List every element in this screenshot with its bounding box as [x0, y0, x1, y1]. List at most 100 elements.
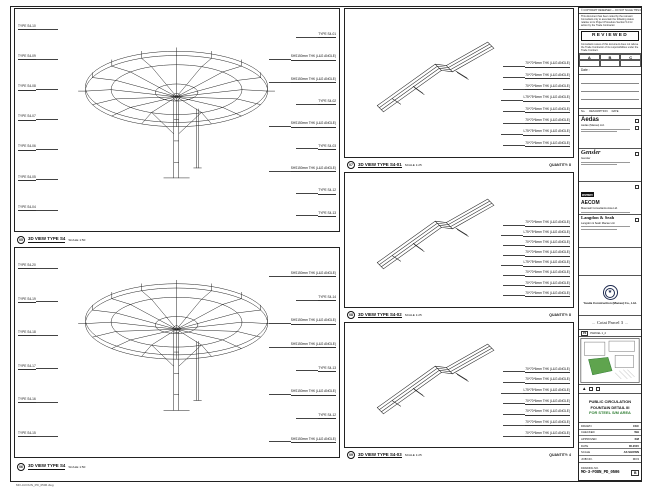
credit-value: WH [634, 430, 639, 435]
callout-label: TYPE S4-20 [18, 263, 58, 270]
view-title: 3D VIEW TYPE S4 [28, 463, 66, 470]
credit-row: CHECKED WH [579, 430, 641, 437]
credit-row: APPROVED KM [579, 436, 641, 443]
callout-label: L75*75*6mm THK (L&G ANGLE) [501, 260, 570, 267]
drawing-no-value: MO-3-FOUN_PD_0506 [581, 471, 620, 475]
credit-value: AS SHOWN [623, 450, 639, 455]
view-panel-s4-02: 70*70*6mm THK (L&G ANGLE) L75*75*6mm THK … [344, 172, 574, 308]
view-number-bubble: 09 [347, 451, 355, 459]
north-arrow-icon: ▲ [582, 385, 587, 391]
callout-label: TYPE S4-09 [18, 54, 58, 61]
panel-label-s4-01: 07 3D VIEW TYPE S4-01 SCALE 1:25 QUANTIT… [344, 159, 574, 171]
address-line [581, 226, 630, 228]
stamp-date-row: Date : [579, 67, 641, 75]
parcel-tag: P3 [581, 330, 589, 336]
view-title: 3D VIEW TYPE S4-03 [358, 451, 402, 459]
key-plan-header: P3 PARCEL 1_2 [579, 330, 641, 338]
callout-label: 70*70*6mm THK (L&G ANGLE) [503, 107, 570, 113]
callout-label: 70*70*6mm THK (L&G ANGLE) [503, 281, 570, 287]
callout-label: 70*70*6mm THK (L&G ANGLE) [503, 420, 570, 427]
status-option-a: A [579, 53, 600, 61]
address-line [581, 211, 630, 213]
view-scale: SCALE 1:25 [404, 163, 422, 167]
reviewed-stamp: REVIEWED [581, 30, 639, 41]
callout-label: SHS150mm THK (L&G ANGLE) [268, 54, 336, 61]
stamp-status-options: A B C [579, 53, 641, 67]
view-scale: SCALE 1:50 [68, 237, 86, 242]
view-title: 3D VIEW TYPE S4-01 [358, 161, 402, 169]
project-name: Cotai Parcel 3 [596, 320, 624, 326]
address-line [581, 228, 617, 230]
credit-value: 06.2015 [628, 443, 639, 448]
consultant-aecom: mmm AECOM Maunsell Consultants Asia Ltd. [579, 182, 641, 215]
rev-desc-label: DESCRIPTION [589, 110, 608, 114]
callout-label: 70*70*6mm THK (L&G ANGLE) [503, 399, 570, 405]
view-quantity: QUANTITY: 4 [549, 453, 571, 457]
view-panel-s4-01: 70*70*6mm THK (L&G ANGLE) 70*70*6mm THK (… [344, 8, 574, 158]
callout-label: TYPE S4-19 [18, 297, 58, 303]
consultant-name: Aedas (Macau) Ltd. [581, 124, 605, 128]
credit-label: DRAWN [581, 423, 592, 428]
callout-label: TYPE S4-05 [18, 175, 58, 181]
address-line [581, 128, 630, 130]
revision-badge: B [631, 470, 639, 476]
callouts-right: 70*70*6mm THK (L&G ANGLE) 70*70*6mm THK (… [501, 367, 570, 437]
callouts-right: 70*70*6mm THK (L&G ANGLE) L75*75*6mm THK … [501, 220, 570, 297]
consultant-aedas: Aedas Aedas (Macau) Ltd. [579, 116, 641, 149]
view-number-bubble: 06 [17, 462, 25, 471]
callout-label: TYPE S4-12 [296, 413, 336, 420]
job-no-label: JOB NO. [581, 457, 593, 461]
title-block: © COPYRIGHT RESERVED — DO NOT SCALE THIS… [578, 7, 642, 481]
callout-label: TYPE S4-04 [18, 205, 58, 211]
view-number-bubble: 07 [347, 161, 355, 169]
status-option-c-box [620, 60, 641, 67]
callout-label: 70*70*6mm THK (L&G ANGLE) [503, 377, 570, 384]
callout-label: SHS150mm THK (L&G ANGLE) [268, 77, 336, 83]
stamp-checkbox [634, 184, 639, 190]
panel-label-s4-02: 08 3D VIEW TYPE S4-02 SCALE 1:25 QUANTIT… [344, 309, 574, 321]
callout-label: 70*70*6mm THK (L&G ANGLE) [503, 61, 570, 68]
callout-label: 70*70*6mm THK (L&G ANGLE) [503, 367, 570, 373]
callout-label: 70*70*6mm THK (L&G ANGLE) [503, 84, 570, 91]
callout-label: 70*70*6mm THK (L&G ANGLE) [503, 141, 570, 147]
copyright-note: © COPYRIGHT RESERVED — DO NOT SCALE THIS… [579, 8, 641, 14]
contractor-block: ★ Yaoda Construction (Macau) Co., Ltd. [579, 276, 641, 317]
langdon-seah-logo: Langdon & Seah [581, 214, 615, 220]
pipe-assembly-drawing [351, 327, 507, 433]
view-title: 3D VIEW TYPE S4 [28, 236, 66, 243]
ornament-icon: — [625, 320, 629, 325]
address-line [581, 164, 617, 166]
panel-label-s4-bottom: 06 3D VIEW TYPE S4 SCALE 1:50 [14, 460, 340, 473]
symbols-row: ▲ [579, 385, 641, 395]
credit-row: DRAWN CKC [579, 423, 641, 430]
credits-table: DRAWN CKC CHECKED WH APPROVED KM DATE 06… [579, 423, 641, 456]
view-quantity: QUANTITY: 8 [549, 163, 571, 167]
title-line-3: FOR STEEL S/M AREA [589, 410, 631, 416]
drawing-number-block: DRAWING NO. MO-3-FOUN_PD_0506 B [579, 463, 641, 480]
credit-label: DATE [581, 443, 589, 448]
callout-label: TYPE S4-10 [18, 24, 58, 31]
callout-label: SHS150mm THK (L&G ANGLE) [268, 271, 336, 278]
view-number-bubble: 08 [347, 311, 355, 319]
callout-label: 70*70*6mm THK (L&G ANGLE) [503, 270, 570, 277]
drawing-no-label: DRAWING NO. [581, 467, 599, 470]
pipe-assembly-drawing [351, 13, 507, 143]
stamp-note-bottom: Consultant review of this document does … [579, 42, 641, 54]
company-seal-icon: ★ [602, 285, 618, 301]
aedas-logo: Aedas [581, 116, 600, 123]
callout-label: SHS150mm THK (L&G ANGLE) [268, 166, 336, 173]
rev-no-label: No. [581, 110, 586, 114]
callout-label: L75*75*6mm THK (L&G ANGLE) [501, 129, 570, 136]
status-option-c: C [620, 53, 641, 61]
callout-label: 70*70*6mm THK (L&G ANGLE) [503, 291, 570, 297]
callout-label: SHS150mm THK (L&G ANGLE) [268, 318, 336, 325]
panel-label-s4-top: 05 3D VIEW TYPE S4 SCALE 1:50 [14, 233, 340, 246]
credit-value: KM [634, 437, 639, 442]
consultant-gensler: Gensler Gensler [579, 149, 641, 182]
callout-label: 70*70*6mm THK (L&G ANGLE) [503, 73, 570, 79]
stamp-checkbox [634, 125, 639, 131]
callout-label: TYPE S4-16 [18, 397, 58, 404]
consultant-name: Langdon & Seah Macau Ltd. [581, 221, 616, 225]
